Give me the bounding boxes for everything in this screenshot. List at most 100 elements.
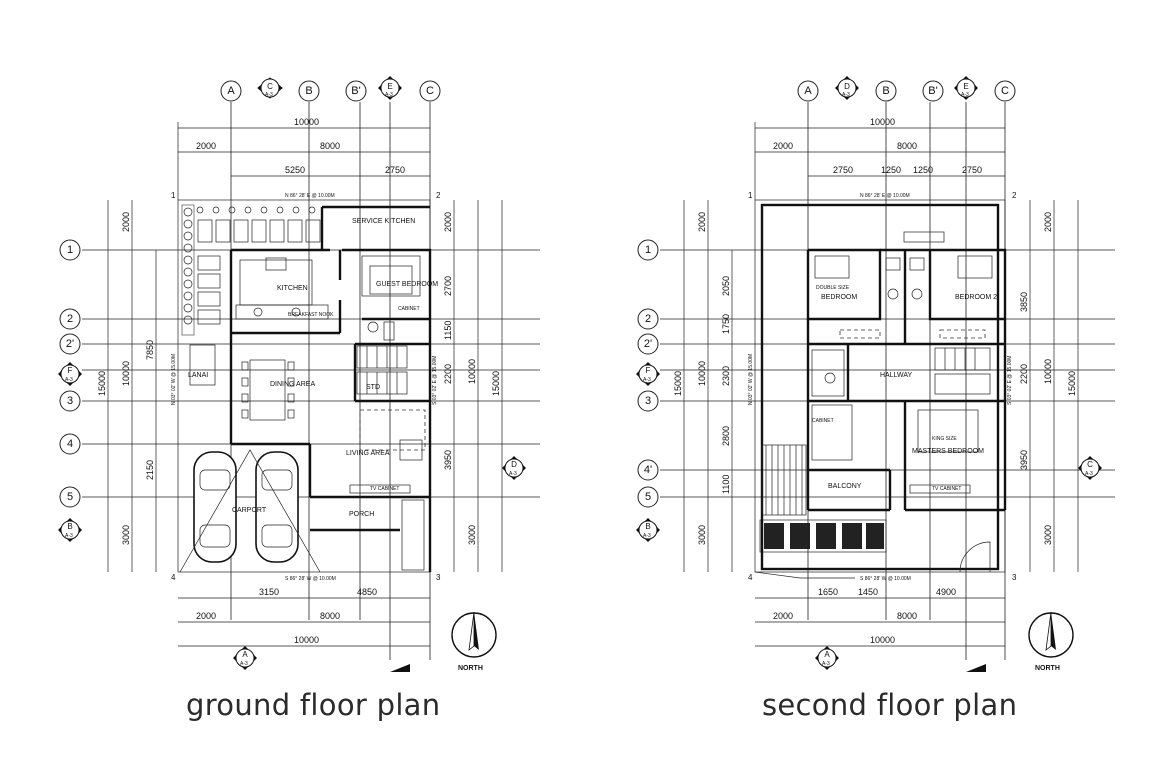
row-2-ground: 2 xyxy=(67,313,73,325)
section2-sheet-bottom-a: A-3 xyxy=(822,661,830,667)
room-service-kitchen: SERVICE KITCHEN xyxy=(352,218,415,225)
dim2-top-total: 10000 xyxy=(870,117,895,127)
room-tv-cabinet-ground: TV CABINET xyxy=(370,486,399,492)
room-tv-cabinet-second: TV CABINET xyxy=(932,486,961,492)
section-marker-left-b: B A-3 xyxy=(58,518,82,542)
section2-sheet-left-b: A-3 xyxy=(643,533,651,539)
second-furniture xyxy=(754,231,993,579)
room-balcony: BALCONY xyxy=(828,483,862,490)
row-5-ground: 5 xyxy=(67,491,73,503)
dim-bot-b: 4850 xyxy=(357,587,377,597)
dim2-left-a: 2000 xyxy=(697,212,707,232)
ground-furniture xyxy=(189,255,426,571)
section2-label-top-d: D xyxy=(844,82,850,91)
section2-sheet-top-e: A-3 xyxy=(961,92,969,98)
room-guest-bedroom: GUEST BEDROOM xyxy=(376,281,438,288)
bearing-right-ground: S 03° 02' E @ 15.00M xyxy=(432,356,438,405)
dim-right-h: 3000 xyxy=(467,525,477,545)
dim2-right-g: 3000 xyxy=(1043,525,1053,545)
room-hallway: HALLWAY xyxy=(880,372,912,379)
section-sheet-top-c: A-3 xyxy=(265,92,273,98)
dim-left-f: 3000 xyxy=(121,525,131,545)
col-bp-ground: B' xyxy=(351,85,360,97)
section-sheet-top-e: A-3 xyxy=(385,92,393,98)
section-sheet-left-b: A-3 xyxy=(65,533,73,539)
north-arrow-ground: NORTH xyxy=(390,611,497,672)
dim-left-b: 7850 xyxy=(145,340,155,360)
room-cabinet-ground: CABINET xyxy=(398,306,420,312)
dim-top-b: 8000 xyxy=(320,141,340,151)
ground-floor-plan: 10000 2000 8000 5250 2750 2000 7850 1000… xyxy=(58,76,540,672)
section-marker-top-e: E A-3 xyxy=(378,76,402,100)
corner-3-second: 3 xyxy=(1012,573,1017,582)
room-dining-area: DINING AREA xyxy=(270,381,315,388)
section-sheet-left-f: A-3 xyxy=(65,377,73,383)
dim2-top-a: 2000 xyxy=(773,141,793,151)
corner-4-second: 4 xyxy=(748,573,753,582)
dim2-left-c: 1750 xyxy=(721,314,731,334)
row-1-ground: 1 xyxy=(67,244,73,256)
row-4-ground: 4 xyxy=(67,438,73,450)
section2-marker-left-f: F A-3 xyxy=(636,362,660,386)
section-label-top-e: E xyxy=(387,82,392,91)
section2-sheet-top-d: A-3 xyxy=(842,92,850,98)
bearing-bottom-ground: S 86° 28' W @ 10.00M xyxy=(285,576,336,582)
section2-sheet-right-c: A-3 xyxy=(1085,471,1093,477)
dim-right-a: 2000 xyxy=(443,212,453,232)
section-marker-top-c: C A-3 xyxy=(257,77,283,99)
ground-top-dimensions: 10000 2000 8000 5250 2750 xyxy=(177,117,430,200)
dim-left-c: 10000 xyxy=(121,361,131,386)
corner-4-ground: 4 xyxy=(171,573,176,582)
row-5-second: 5 xyxy=(645,491,651,503)
row-2-second: 2 xyxy=(645,313,651,325)
dim-top-a: 2000 xyxy=(196,141,216,151)
room-lanai: LANAI xyxy=(188,372,208,379)
bearing-left-ground: N 03° 02' W @ 15.00M xyxy=(171,354,177,405)
ground-planting-strip xyxy=(181,204,321,336)
dim-left-e: 2150 xyxy=(145,460,155,480)
room-porch: PORCH xyxy=(349,511,374,518)
room-cabinet-second: CABINET xyxy=(812,418,834,424)
row-4p-second: 4' xyxy=(644,464,652,476)
second-column-bubbles: A B B' C xyxy=(797,80,1016,102)
dim2-left-g: 2800 xyxy=(721,426,731,446)
section-label-bottom-a: A xyxy=(242,650,248,659)
room-living-area: LIVING AREA xyxy=(346,450,390,457)
section2-marker-left-b: B A-3 xyxy=(636,518,660,542)
north-label-ground: NORTH xyxy=(458,665,483,672)
section-label-left-b: B xyxy=(67,522,72,531)
second-room-labels: BEDROOM DOUBLE SIZE BEDROOM 2 HALLWAY KI… xyxy=(812,285,997,492)
second-top-dimensions: 10000 2000 8000 2750 1250 1250 2750 xyxy=(754,117,1005,200)
dim2-bot-f: 10000 xyxy=(870,635,895,645)
row-3-second: 3 xyxy=(645,395,651,407)
bearing-left-second: N 03° 02' W @ 15.00M xyxy=(748,354,754,405)
ground-bottom-dimensions: 3150 4850 2000 8000 10000 xyxy=(178,587,430,647)
second-row-bubbles: 1 2 2' 3 4' 5 xyxy=(637,239,659,508)
second-roof-edge xyxy=(760,203,1000,571)
north-arrow-second: NORTH xyxy=(966,611,1074,672)
dim-top-c: 5250 xyxy=(285,165,305,175)
dim2-top-e: 1250 xyxy=(913,165,933,175)
second-walls xyxy=(806,248,1007,512)
dim-right-c: 1150 xyxy=(443,321,453,340)
dim-bot-a: 3150 xyxy=(259,587,279,597)
dim-right-g: 3950 xyxy=(443,450,453,470)
dim-top-d: 2750 xyxy=(385,165,405,175)
room-bedroom-2: BEDROOM 2 xyxy=(955,294,997,301)
ground-right-dimensions: 2000 2700 1150 2200 10000 15000 3950 300… xyxy=(443,200,503,572)
dim2-right-d: 10000 xyxy=(1043,359,1053,384)
section-marker-left-f: F A-3 xyxy=(58,362,82,386)
ground-row-bubbles: 1 2 2' 3 4 5 xyxy=(59,239,81,508)
section2-marker-top-d: D A-3 xyxy=(835,76,859,100)
dim-right-b: 2700 xyxy=(443,276,453,296)
dim2-bot-b: 1450 xyxy=(858,587,878,597)
dim2-top-f: 2750 xyxy=(962,165,982,175)
dim2-left-b: 2050 xyxy=(721,276,731,296)
room-double-size: DOUBLE SIZE xyxy=(816,285,850,291)
dim2-right-f: 3950 xyxy=(1019,450,1029,470)
section-label-left-f: F xyxy=(68,366,73,375)
corner-1-ground: 1 xyxy=(171,191,176,200)
bearing-top-second: N 86° 28' E @ 10.00M xyxy=(860,193,910,199)
room-king-size: KING SIZE xyxy=(932,436,957,442)
